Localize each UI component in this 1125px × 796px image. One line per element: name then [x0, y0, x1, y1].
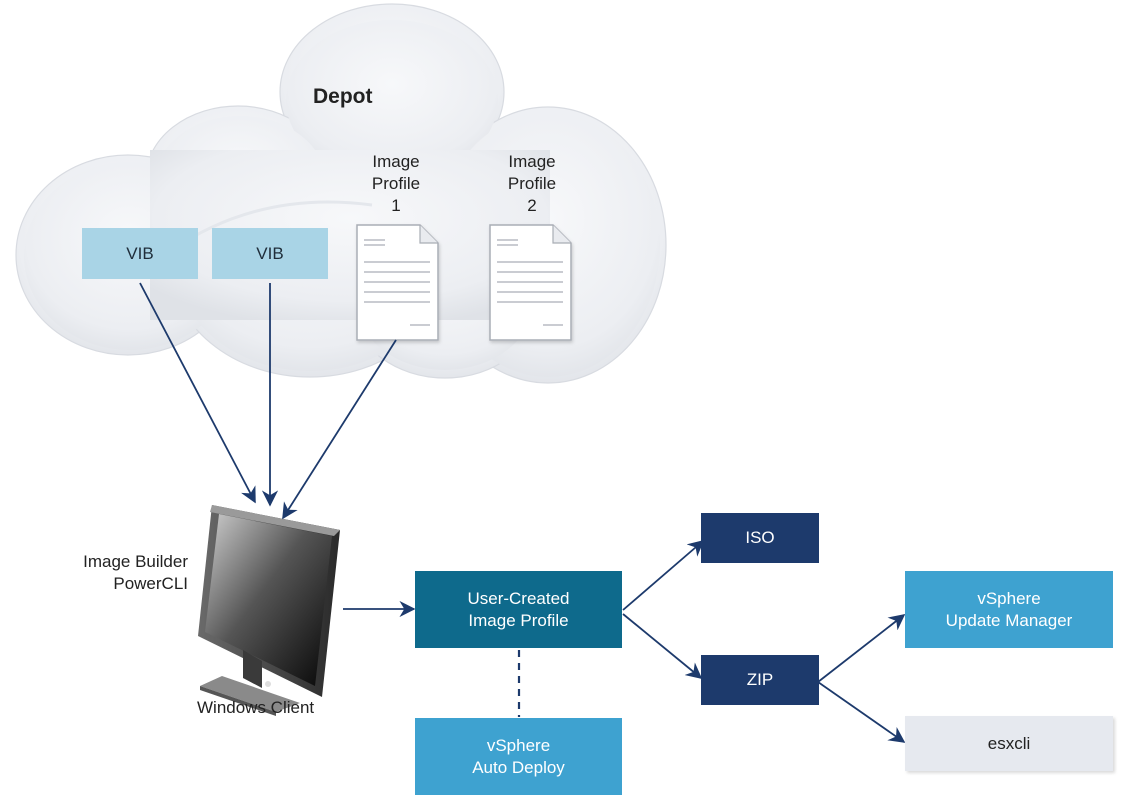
auto-deploy-line1: vSphere — [486, 735, 551, 755]
arrow-zip-to-esxcli — [817, 681, 906, 743]
image-profile-2-line1: Image — [508, 152, 556, 171]
arrow-vib1-to-client — [139, 282, 256, 504]
image-builder-label: Image Builder PowerCLI — [20, 551, 188, 595]
esxcli-label: esxcli — [987, 733, 1031, 753]
monitor-icon — [198, 505, 340, 716]
user-created-image-profile-box: User-Created Image Profile — [415, 571, 622, 648]
user-profile-line1: User-Created — [467, 588, 570, 608]
depot-title: Depot — [313, 85, 373, 108]
image-builder-line2: PowerCLI — [113, 574, 188, 593]
arrow-user-profile-to-iso — [622, 539, 705, 611]
vib-box-1: VIB — [82, 228, 198, 279]
iso-box: ISO — [701, 513, 819, 563]
user-profile-line2: Image Profile — [468, 610, 569, 630]
image-profile-1-line3: 1 — [391, 196, 401, 215]
image-profile-2-line2: Profile — [507, 174, 557, 193]
vib-label-2: VIB — [256, 243, 284, 263]
document-icon — [489, 224, 572, 341]
zip-label: ZIP — [746, 670, 774, 689]
connector-arrows — [139, 282, 906, 743]
esxcli-box: esxcli — [905, 716, 1113, 771]
document-icon — [356, 224, 439, 341]
vib-box-2: VIB — [212, 228, 328, 279]
iso-label: ISO — [745, 528, 775, 547]
auto-deploy-line2: Auto Deploy — [472, 757, 565, 777]
zip-box: ZIP — [701, 655, 819, 705]
image-profile-1-line2: Profile — [371, 174, 421, 193]
arrow-zip-to-update-manager — [817, 614, 906, 683]
windows-client-caption: Windows Client — [197, 698, 315, 717]
arrow-user-profile-to-zip — [622, 613, 703, 680]
image-builder-line1: Image Builder — [83, 552, 188, 571]
image-profile-2-label: Image Profile 2 — [492, 149, 572, 219]
update-manager-line1: vSphere — [977, 588, 1041, 608]
image-profile-2-line3: 2 — [527, 196, 537, 215]
image-profile-1-label: Image Profile 1 — [356, 149, 436, 219]
update-manager-line2: Update Manager — [945, 610, 1073, 630]
auto-deploy-box: vSphere Auto Deploy — [415, 718, 622, 795]
image-profile-1-line1: Image — [372, 152, 420, 171]
update-manager-box: vSphere Update Manager — [905, 571, 1113, 648]
arrow-profile-to-client — [282, 339, 397, 520]
vib-label-1: VIB — [126, 243, 154, 263]
